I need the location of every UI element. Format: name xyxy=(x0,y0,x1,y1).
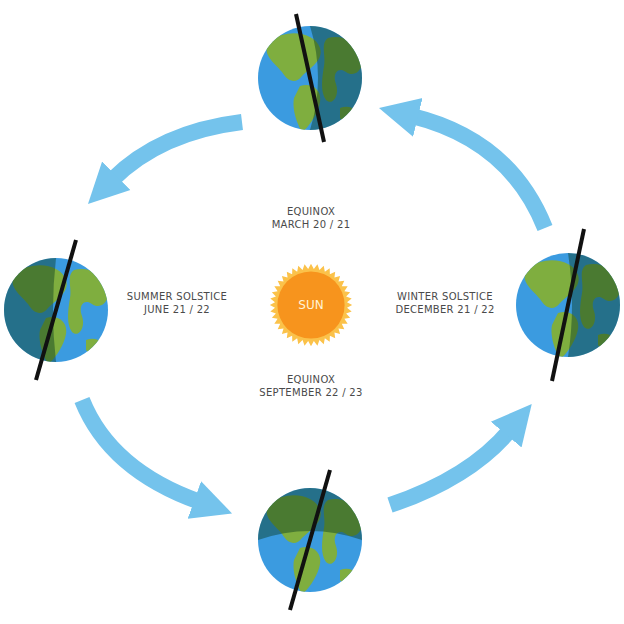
sun-label: SUN xyxy=(298,298,323,312)
season-name: SUMMER SOLSTICE xyxy=(127,291,227,303)
sun-circle: SUN xyxy=(269,263,353,347)
date-label: SEPTEMBER 22 / 23 xyxy=(259,387,362,399)
earth-globe xyxy=(258,14,362,142)
earth-globe xyxy=(258,470,362,610)
season-name: EQUINOX xyxy=(287,206,335,218)
date-label: DECEMBER 21 / 22 xyxy=(395,304,494,316)
earth-globe xyxy=(516,229,620,381)
date-label: JUNE 21 / 22 xyxy=(144,304,210,316)
season-name: EQUINOX xyxy=(287,374,335,386)
orbit-arrow xyxy=(82,116,545,505)
season-name: WINTER SOLSTICE xyxy=(397,291,493,303)
earth-globe xyxy=(4,240,108,380)
date-label: MARCH 20 / 21 xyxy=(272,219,351,231)
